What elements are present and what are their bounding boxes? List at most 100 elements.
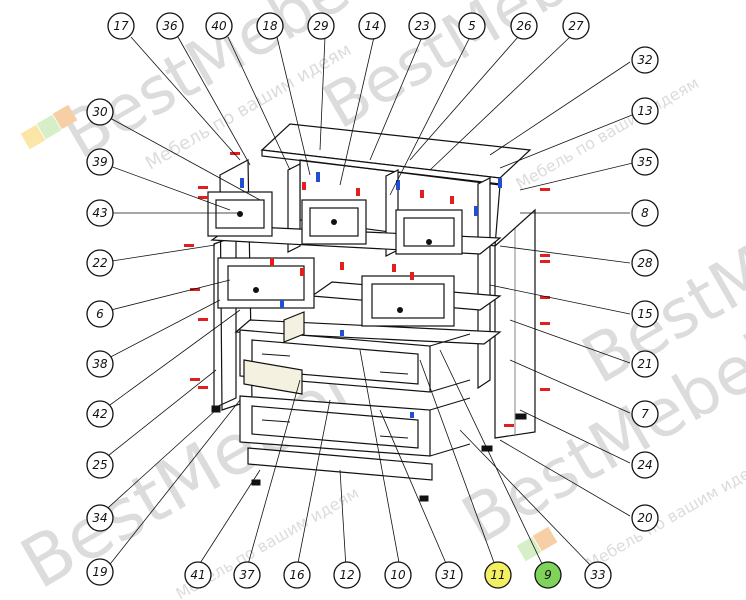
logo-square xyxy=(532,526,558,552)
callout-5: 5 xyxy=(458,12,486,40)
callout-16: 16 xyxy=(283,561,311,589)
foot xyxy=(419,495,429,502)
callout-38: 38 xyxy=(86,350,114,378)
leader-lines xyxy=(98,36,638,569)
callout-34: 34 xyxy=(86,504,114,532)
svg-text:12: 12 xyxy=(339,568,354,582)
callout-29: 29 xyxy=(307,12,335,40)
svg-text:22: 22 xyxy=(92,256,107,270)
callout-41: 41 xyxy=(184,561,212,589)
callout-20: 20 xyxy=(631,504,659,532)
callout-10: 10 xyxy=(384,561,412,589)
foot xyxy=(211,405,221,413)
callout-11: 11 xyxy=(484,561,512,589)
svg-text:26: 26 xyxy=(516,19,532,33)
svg-text:41: 41 xyxy=(190,568,205,582)
callout-27: 27 xyxy=(562,12,590,40)
watermark-tagline: Мебель по вашим идеям xyxy=(513,73,703,193)
svg-text:6: 6 xyxy=(96,307,104,321)
callout-6: 6 xyxy=(86,300,114,328)
callout-13: 13 xyxy=(631,97,659,125)
svg-text:16: 16 xyxy=(289,568,305,582)
callout-33: 33 xyxy=(584,561,612,589)
callout-23: 23 xyxy=(408,12,436,40)
svg-text:35: 35 xyxy=(637,155,652,169)
callout-9: 9 xyxy=(534,561,562,589)
callout-40: 40 xyxy=(205,12,233,40)
callout-26: 26 xyxy=(510,12,538,40)
callout-37: 37 xyxy=(233,561,261,589)
svg-text:23: 23 xyxy=(414,19,429,33)
svg-text:20: 20 xyxy=(637,511,653,525)
svg-text:18: 18 xyxy=(262,19,278,33)
svg-text:28: 28 xyxy=(637,256,653,270)
drawer-inner-frame xyxy=(227,265,305,301)
callout-19: 19 xyxy=(86,558,114,586)
svg-text:33: 33 xyxy=(590,568,605,582)
svg-text:38: 38 xyxy=(92,357,108,371)
callout-30: 30 xyxy=(86,98,114,126)
hardware-markers xyxy=(184,152,550,427)
svg-text:27: 27 xyxy=(568,19,584,33)
logo-square xyxy=(516,536,542,562)
callout-32: 32 xyxy=(631,46,659,74)
callout-36: 36 xyxy=(156,12,184,40)
svg-text:29: 29 xyxy=(313,19,328,33)
svg-text:34: 34 xyxy=(92,511,107,525)
drawer-inner-frame xyxy=(371,283,445,319)
logo-square xyxy=(36,114,62,140)
callout-22: 22 xyxy=(86,249,114,277)
callout-21: 21 xyxy=(631,350,659,378)
svg-text:5: 5 xyxy=(468,19,476,33)
logo-square xyxy=(52,104,78,130)
svg-text:30: 30 xyxy=(92,105,108,119)
logo-square xyxy=(20,124,46,150)
callout-7: 7 xyxy=(631,400,659,428)
drawer-inner-frame xyxy=(251,405,419,449)
svg-text:36: 36 xyxy=(162,19,178,33)
plinth xyxy=(247,447,433,481)
callout-14: 14 xyxy=(358,12,386,40)
svg-text:32: 32 xyxy=(637,53,652,67)
svg-text:10: 10 xyxy=(390,568,406,582)
callout-15: 15 xyxy=(631,300,659,328)
svg-text:11: 11 xyxy=(490,568,505,582)
callout-25: 25 xyxy=(86,451,114,479)
callout-12: 12 xyxy=(333,561,361,589)
foot xyxy=(515,413,527,420)
svg-text:31: 31 xyxy=(441,568,456,582)
svg-text:15: 15 xyxy=(637,307,652,321)
callout-39: 39 xyxy=(86,148,114,176)
callout-31: 31 xyxy=(435,561,463,589)
callout-28: 28 xyxy=(631,249,659,277)
drawer-side xyxy=(283,311,305,343)
svg-text:9: 9 xyxy=(544,568,552,582)
svg-text:37: 37 xyxy=(239,568,255,582)
svg-text:21: 21 xyxy=(637,357,652,371)
svg-text:39: 39 xyxy=(92,155,107,169)
callout-18: 18 xyxy=(256,12,284,40)
svg-text:17: 17 xyxy=(113,19,129,33)
svg-text:14: 14 xyxy=(364,19,379,33)
svg-text:40: 40 xyxy=(211,19,227,33)
callouts: 17 36 40 18 29 14 23 5 26 27 32 13 35 8 … xyxy=(86,12,659,589)
callout-43: 43 xyxy=(86,199,114,227)
svg-text:8: 8 xyxy=(641,206,649,220)
partition xyxy=(477,177,491,390)
callout-17: 17 xyxy=(107,12,135,40)
svg-text:43: 43 xyxy=(92,206,107,220)
drawer-bottom xyxy=(243,359,303,395)
callout-42: 42 xyxy=(86,400,114,428)
chest-of-drawers-drawing xyxy=(184,123,550,502)
svg-text:7: 7 xyxy=(641,407,649,421)
svg-text:19: 19 xyxy=(92,565,107,579)
watermark-brand: BestMebel xyxy=(8,351,365,600)
callout-8: 8 xyxy=(631,199,659,227)
callout-35: 35 xyxy=(631,148,659,176)
callout-24: 24 xyxy=(631,451,659,479)
svg-text:25: 25 xyxy=(92,458,107,472)
svg-text:24: 24 xyxy=(637,458,652,472)
svg-text:42: 42 xyxy=(92,407,107,421)
svg-text:13: 13 xyxy=(637,104,652,118)
